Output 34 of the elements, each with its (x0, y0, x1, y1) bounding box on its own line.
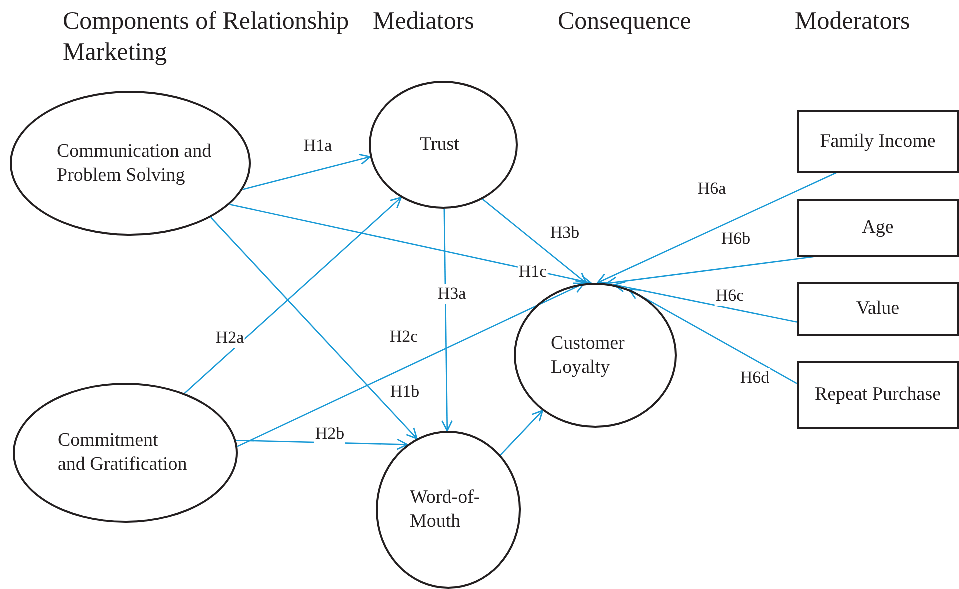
node-label: Commitment and Gratification (58, 429, 188, 477)
column-heading: Mediators (373, 7, 476, 37)
node-label: Customer Loyalty (551, 332, 626, 380)
arrow (210, 217, 418, 440)
node-label: Word-of-Mouth (410, 486, 482, 534)
construct-ellipse (10, 91, 251, 236)
moderator-box (797, 361, 959, 429)
moderator-box (797, 110, 959, 173)
construct-ellipse (13, 383, 238, 523)
arrow (237, 282, 585, 448)
node-label: Age (862, 216, 894, 240)
arrow (242, 154, 371, 190)
edge-label: H2b (314, 424, 346, 444)
column-heading: Components of Relationship Marketing (63, 7, 350, 68)
node-label: Communication and Problem Solving (57, 140, 213, 188)
construct-ellipse (376, 431, 521, 589)
arrow (482, 198, 588, 284)
arrow (442, 209, 453, 432)
edge-label: H3a (436, 284, 468, 304)
arrow (184, 197, 402, 394)
moderator-box (797, 282, 959, 336)
construct-ellipse (369, 81, 518, 209)
construct-ellipse (514, 283, 677, 428)
column-heading: Consequence (558, 7, 692, 37)
node-label: Value (856, 297, 900, 321)
node-label: Trust (420, 133, 460, 157)
column-heading: Moderators (795, 7, 912, 37)
node-label: Repeat Purchase (814, 383, 942, 407)
moderator-box (797, 199, 959, 257)
arrow (500, 410, 544, 456)
arrow (628, 288, 798, 384)
arrow (597, 172, 837, 284)
arrow (614, 281, 798, 323)
node-label: Family Income (820, 130, 936, 154)
